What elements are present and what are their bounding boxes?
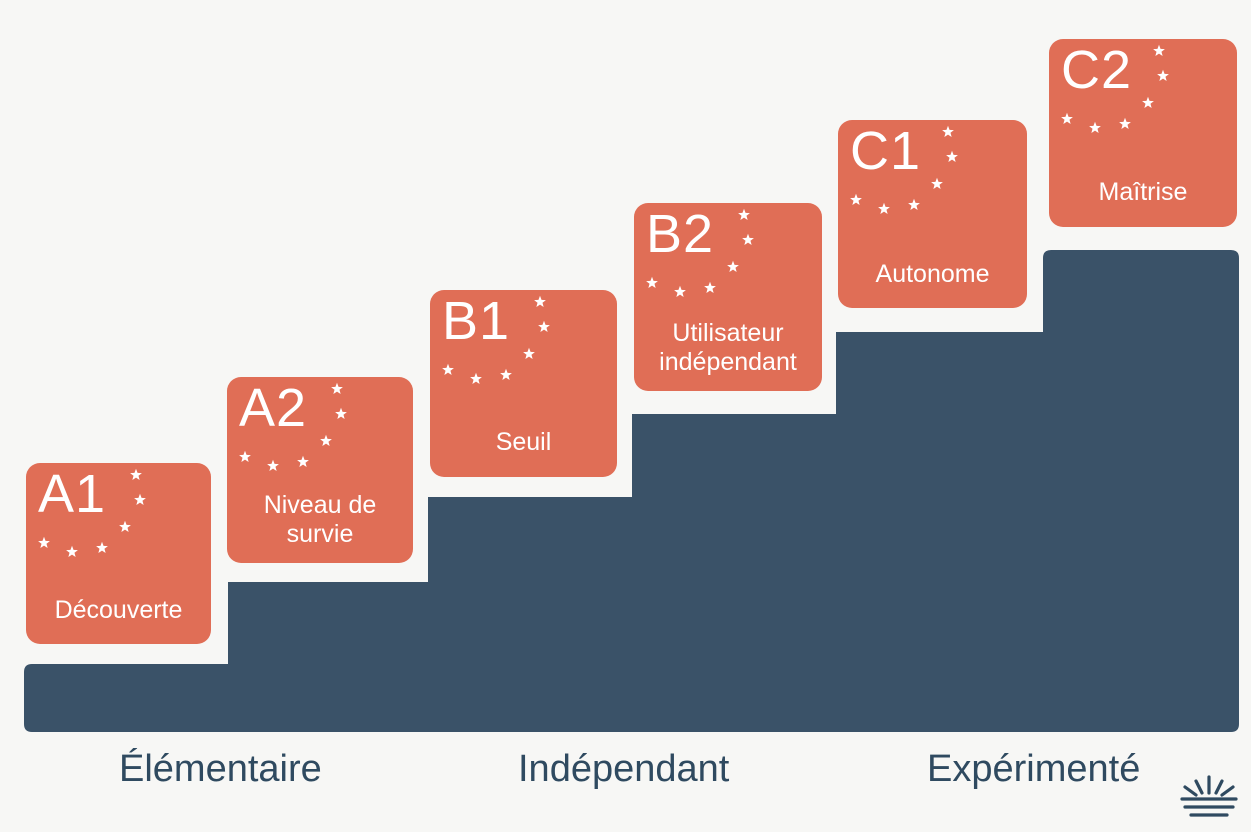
star-icon xyxy=(335,407,347,420)
level-card-a1: A1 Découverte xyxy=(26,463,211,644)
level-code: A2 xyxy=(239,378,308,438)
star-icon xyxy=(38,536,50,549)
star-icon xyxy=(878,202,890,215)
star-icon xyxy=(119,520,131,533)
star-icon xyxy=(738,208,750,221)
star-icon xyxy=(646,276,658,289)
level-code: C1 xyxy=(850,121,922,181)
star-icon xyxy=(470,372,482,385)
star-icon xyxy=(442,363,454,376)
star-icon xyxy=(331,382,343,395)
star-icon xyxy=(1119,117,1131,130)
eu-stars-icon xyxy=(646,208,754,298)
star-icon xyxy=(297,455,309,468)
group-label-independant: Indépendant xyxy=(518,748,730,790)
level-name: Autonome xyxy=(875,260,990,288)
star-icon xyxy=(239,450,251,463)
star-icon xyxy=(1142,96,1154,109)
eu-stars-icon xyxy=(850,125,958,215)
level-code: B2 xyxy=(646,204,715,264)
level-name: Niveau de survie xyxy=(263,491,377,548)
star-icon xyxy=(534,295,546,308)
staircase-steps xyxy=(24,250,1239,732)
level-card-a2: A2 Niveau de survie xyxy=(227,377,413,563)
star-icon xyxy=(96,541,108,554)
star-icon xyxy=(742,233,754,246)
star-icon xyxy=(267,459,279,472)
star-icon xyxy=(942,125,954,138)
star-icon xyxy=(946,150,958,163)
level-card-c2: C2 Maîtrise xyxy=(1049,39,1237,227)
level-card-c1: C1 Autonome xyxy=(838,120,1027,308)
level-name: Utilisateur indépendant xyxy=(659,319,797,376)
level-code: A1 xyxy=(38,464,107,524)
star-icon xyxy=(320,434,332,447)
star-icon xyxy=(850,193,862,206)
star-icon xyxy=(1157,69,1169,82)
level-name: Seuil xyxy=(495,428,552,456)
level-card-b2: B2 Utilisateur indépendant xyxy=(634,203,822,391)
eu-stars-icon xyxy=(442,295,550,385)
level-name: Maîtrise xyxy=(1098,178,1188,206)
level-name: Découverte xyxy=(54,596,183,624)
star-icon xyxy=(908,198,920,211)
star-icon xyxy=(704,281,716,294)
group-label-experimente: Expérimenté xyxy=(927,748,1141,790)
level-code: B1 xyxy=(442,291,511,351)
star-icon xyxy=(674,285,686,298)
star-icon xyxy=(66,545,78,558)
level-card-b1: B1 Seuil xyxy=(430,290,617,477)
eu-stars-icon xyxy=(239,382,347,472)
group-label-elementaire: Élémentaire xyxy=(119,748,322,790)
star-icon xyxy=(130,468,142,481)
star-icon xyxy=(1153,44,1165,57)
level-code: C2 xyxy=(1061,40,1133,100)
star-icon xyxy=(523,347,535,360)
star-icon xyxy=(538,320,550,333)
sunrise-logo-icon xyxy=(1180,775,1238,817)
eu-stars-icon xyxy=(1061,44,1169,134)
star-icon xyxy=(1061,112,1073,125)
star-icon xyxy=(931,177,943,190)
star-icon xyxy=(727,260,739,273)
star-icon xyxy=(134,493,146,506)
eu-stars-icon xyxy=(38,468,146,558)
star-icon xyxy=(500,368,512,381)
star-icon xyxy=(1089,121,1101,134)
